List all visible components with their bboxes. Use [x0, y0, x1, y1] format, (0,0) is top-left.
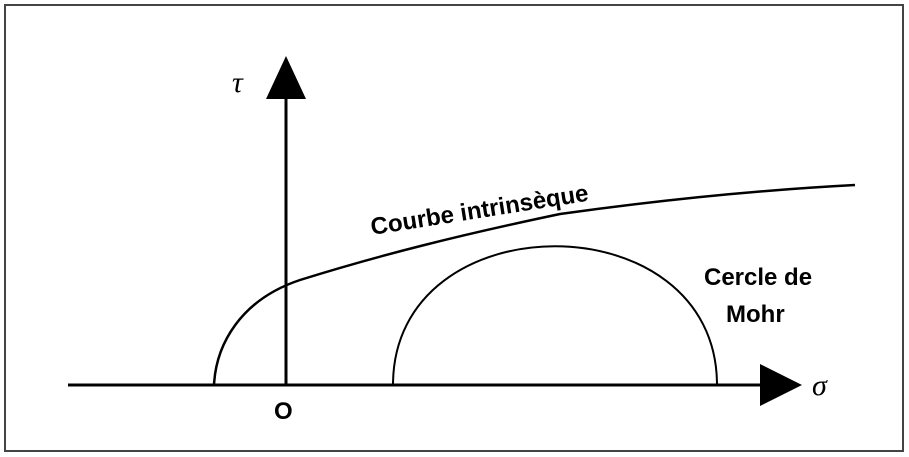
mohr-circle: [392, 245, 718, 386]
sigma-axis-label: σ: [812, 369, 828, 402]
intrinsic-curve: [212, 183, 856, 386]
origin-label: O: [274, 398, 293, 425]
sigma-axis-arrowhead: [760, 364, 802, 406]
diagram-frame: [4, 4, 904, 452]
mohr-circle-label-line1: Cercle de: [704, 264, 812, 291]
tau-axis-label: τ: [232, 66, 244, 99]
mohr-circle-label-line2: Mohr: [726, 301, 785, 328]
tau-axis-arrowhead: [266, 56, 306, 99]
